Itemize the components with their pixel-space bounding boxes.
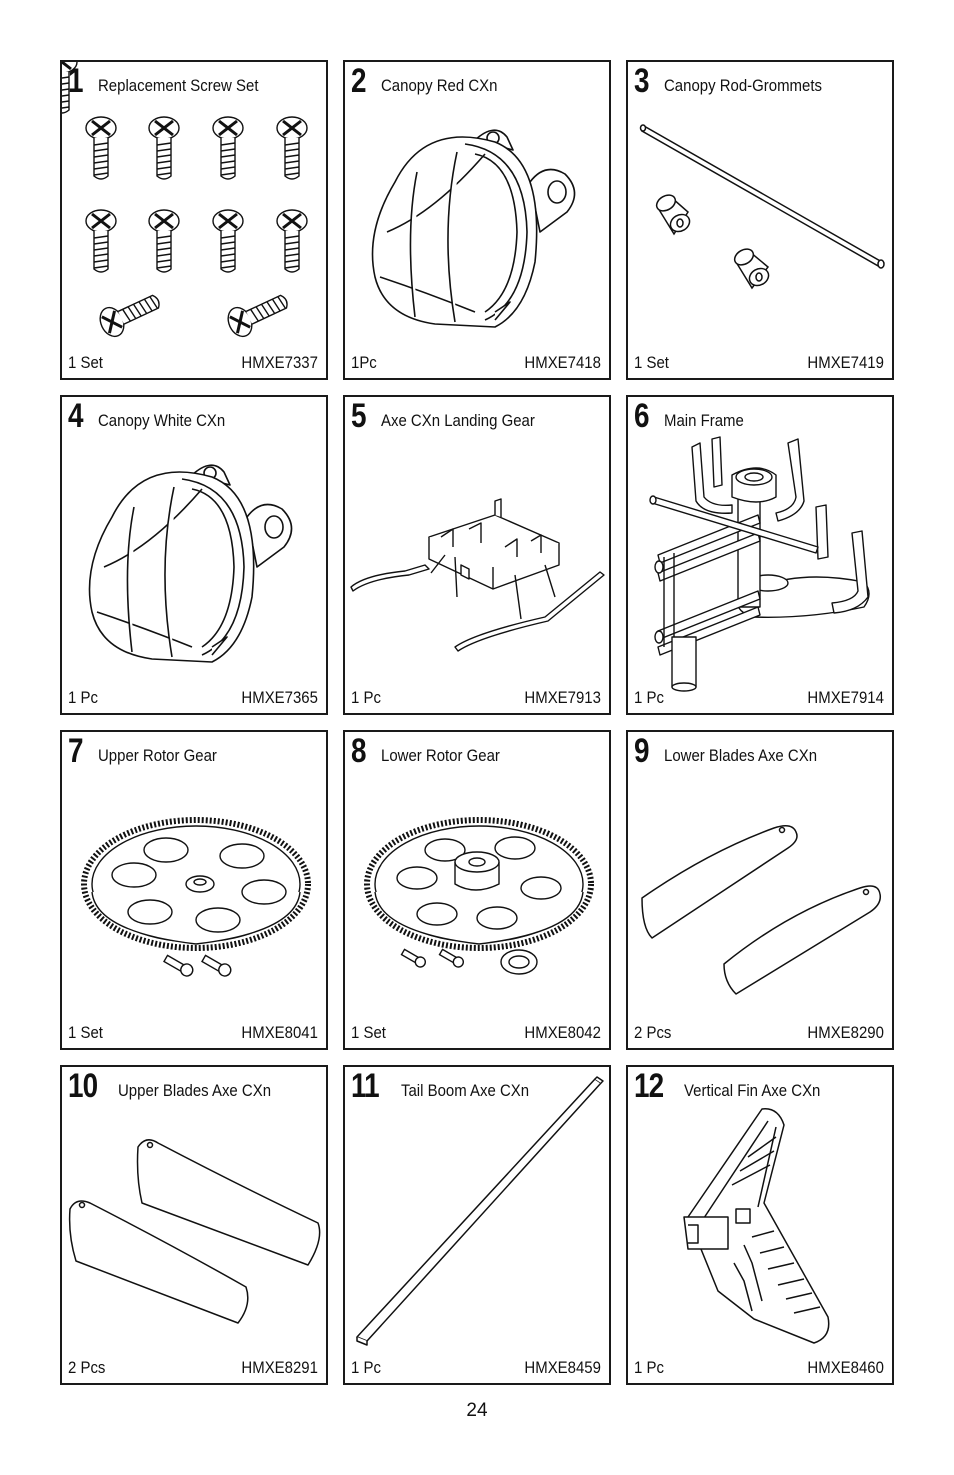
part-title: Canopy Red CXn (381, 76, 498, 95)
part-card-6: 6 Main Frame (626, 395, 894, 715)
parts-grid: 1 Replacement Screw Set (60, 60, 894, 1390)
part-card-8: 8 Lower Rotor Gear 1 Set (343, 730, 611, 1050)
part-quantity: 1 Set (351, 1023, 386, 1042)
part-title: Replacement Screw Set (98, 76, 259, 95)
part-number: 4 (68, 397, 84, 435)
part-code: HMXE8460 (807, 1358, 884, 1377)
part-title: Lower Blades Axe CXn (664, 746, 818, 765)
part-code: HMXE7913 (524, 688, 601, 707)
part-number: 11 (351, 1067, 380, 1105)
part-quantity: 1 Set (68, 1023, 103, 1042)
part-number: 10 (68, 1067, 98, 1105)
part-card-11: 11 Tail Boom Axe CXn 1 Pc HMXE8459 (343, 1065, 611, 1385)
part-code: HMXE7337 (241, 353, 318, 372)
part-number: 6 (634, 397, 650, 435)
part-quantity: 1 Pc (68, 688, 98, 707)
part-quantity: 1Pc (351, 353, 377, 372)
rod-grommets-icon (628, 62, 894, 380)
part-number: 3 (634, 62, 650, 100)
part-code: HMXE8041 (241, 1023, 318, 1042)
part-code: HMXE8459 (524, 1358, 601, 1377)
part-card-7: 7 Upper Rotor Gear 1 Set HMXE8041 (60, 730, 328, 1050)
part-quantity: 2 Pcs (68, 1358, 106, 1377)
part-code: HMXE7365 (241, 688, 318, 707)
landing-gear-icon (345, 397, 611, 715)
part-quantity: 1 Pc (634, 1358, 664, 1377)
canopy-icon (345, 62, 611, 380)
part-card-3: 3 Canopy Rod-Grommets 1 Set HMXE7419 (626, 60, 894, 380)
part-code: HMXE7418 (524, 353, 601, 372)
part-number: 2 (351, 62, 367, 100)
part-code: HMXE8291 (241, 1358, 318, 1377)
gear-icon (62, 732, 328, 1050)
page-number: 24 (466, 1400, 488, 1421)
part-card-12: 12 Vertical Fin Axe CXn 1 Pc HMXE8460 (626, 1065, 894, 1385)
part-title: Axe CXn Landing Gear (381, 411, 535, 430)
blades-icon (62, 1067, 328, 1385)
part-title: Upper Rotor Gear (98, 746, 217, 765)
part-code: HMXE7914 (807, 688, 884, 707)
main-frame-icon (628, 397, 894, 715)
part-number: 8 (351, 732, 367, 770)
screw-set-icon (62, 62, 309, 342)
part-card-10: 10 Upper Blades Axe CXn 2 Pcs HMXE8291 (60, 1065, 328, 1385)
part-card-1: 1 Replacement Screw Set (60, 60, 328, 380)
part-quantity: 1 Pc (351, 1358, 381, 1377)
part-code: HMXE8042 (524, 1023, 601, 1042)
part-number: 5 (351, 397, 367, 435)
gear-icon (345, 732, 611, 1050)
part-code: HMXE8290 (807, 1023, 884, 1042)
part-card-5: 5 Axe CXn Landing Gear 1 Pc HMXE7913 (343, 395, 611, 715)
part-number: 1 (68, 62, 84, 100)
part-title: Tail Boom Axe CXn (401, 1081, 530, 1100)
part-quantity: 2 Pcs (634, 1023, 672, 1042)
part-title: Lower Rotor Gear (381, 746, 500, 765)
part-title: Canopy White CXn (98, 411, 226, 430)
part-number: 9 (634, 732, 650, 770)
blades-icon (628, 732, 894, 1050)
part-quantity: 1 Pc (634, 688, 664, 707)
part-card-4: 4 Canopy White CXn 1 Pc HMXE7365 (60, 395, 328, 715)
part-quantity: 1 Set (634, 353, 669, 372)
part-quantity: 1 Pc (351, 688, 381, 707)
part-title: Upper Blades Axe CXn (118, 1081, 272, 1100)
canopy-icon (88, 464, 293, 663)
part-card-9: 9 Lower Blades Axe CXn 2 Pcs HMXE8290 (626, 730, 894, 1050)
part-number: 12 (634, 1067, 664, 1105)
part-title: Main Frame (664, 411, 744, 430)
part-title: Vertical Fin Axe CXn (684, 1081, 821, 1100)
vertical-fin-icon (628, 1067, 894, 1385)
part-title: Canopy Rod-Grommets (664, 76, 822, 95)
part-number: 7 (68, 732, 84, 770)
part-quantity: 1 Set (68, 353, 103, 372)
tail-boom-icon (345, 1067, 611, 1385)
part-code: HMXE7419 (807, 353, 884, 372)
part-card-2: 2 Canopy Red CXn 1Pc HMXE7418 (343, 60, 611, 380)
